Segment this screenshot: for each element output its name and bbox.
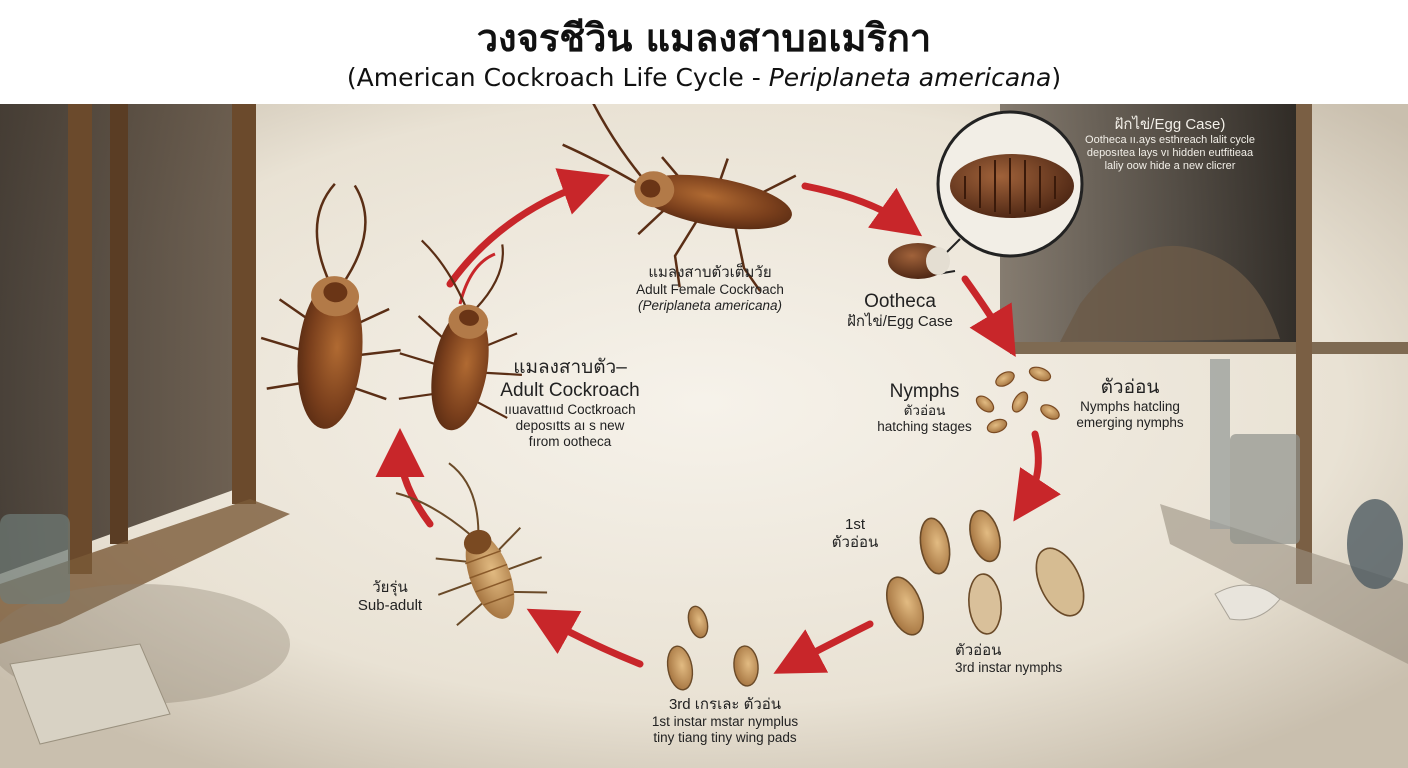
label-third-instar-right: ตัวอ่อน 3rd instar nymphs: [955, 642, 1105, 676]
label-ootheca-name: Ootheca: [864, 291, 936, 312]
label-nymphs-thai: ตัวอ่อน: [903, 403, 946, 418]
label-ootheca: Ootheca ฝักไข่/Egg Case: [830, 290, 970, 331]
label-third-instar-right-english: 3rd instar nymphs: [955, 660, 1063, 675]
label-adult-female: แมลงสาบตัวเต็มวัย Adult Female Cockroach…: [580, 264, 840, 314]
label-adult-line2: deposıtts aı s new: [515, 418, 625, 433]
left-can: [0, 514, 70, 604]
left-floor-board: [0, 499, 290, 644]
arrow-to-subadult: [526, 608, 644, 668]
header: วงจรชีวิน แมลงสาบอเมริกา (American Cockr…: [0, 0, 1408, 104]
label-first-instar-number: 1st: [844, 516, 865, 533]
label-egg-case-line2: deposıtea lays vı hidden eutfitieaa: [1086, 147, 1254, 159]
label-adult-line3: fırom ootheca: [528, 434, 612, 449]
scene-illustration: [0, 104, 1408, 768]
label-nymphs-right-line1: Nymphs hatcling: [1080, 399, 1180, 414]
shelf-debris: [1060, 245, 1280, 342]
label-egg-case-title: ฝักไข่/Egg Case): [1114, 116, 1226, 133]
newspaper: [9, 643, 171, 745]
arrow-to-nymphs: [961, 275, 1016, 358]
arrow-to-third-instar: [773, 620, 874, 674]
right-can: [1347, 499, 1403, 589]
arrow-to-first-instar: [1013, 430, 1061, 522]
label-third-instar-bottom: 3rd เกรเละ ตัวอ่น 1st instar mstar nympl…: [610, 696, 840, 746]
arrow-to-adult-female: [446, 168, 610, 288]
title-english: (American Cockroach Life Cycle - Peripla…: [0, 62, 1408, 94]
roach-adult-large: [260, 182, 401, 429]
title-english-prefix: (American Cockroach Life Cycle -: [346, 63, 769, 92]
label-egg-case-line1: Ootheca ıı.ays esthreach lalit cycle: [1085, 134, 1255, 146]
canister: [1230, 434, 1300, 544]
egg-case-large: [950, 154, 1074, 218]
label-ootheca-thai: ฝักไข่/Egg Case: [847, 313, 953, 330]
ootheca-small: [888, 243, 950, 279]
label-adult-female-thai: แมลงสาบตัวเต็มวัย: [648, 264, 772, 281]
pipe: [1210, 359, 1230, 529]
arrow-to-ootheca: [801, 182, 923, 237]
label-adult-line1: ııuavattııd Coctkroach: [504, 402, 636, 417]
right-floor-board: [1160, 504, 1408, 664]
label-third-instar-bottom-line1: 1st instar mstar nymplus: [651, 714, 799, 729]
label-nymphs-left: Nymphs ตัวอ่อน hatching stages: [852, 380, 997, 435]
label-nymphs-right-thai: ตัวอ่อน: [1100, 377, 1160, 398]
title-english-suffix: ): [1051, 63, 1062, 92]
nymph-group-first-instar: [885, 509, 1085, 636]
title-english-species: Periplaneta americana: [768, 63, 1052, 92]
shelf-board: [1010, 342, 1408, 354]
roach-adult-female: [562, 104, 797, 292]
cycle-arrows: [375, 168, 1061, 674]
title-thai: วงจรชีวิน แมลงสาบอเมริกา: [476, 16, 932, 60]
label-adult-female-english: Adult Female Cockroach: [636, 282, 784, 297]
label-third-instar-right-thai: ตัวอ่อน: [955, 642, 1002, 659]
label-adult: แมลงสาบตัว– Adult Cockroach ııuavattııd …: [480, 356, 660, 450]
label-adult-female-species: (Periplaneta americana): [637, 298, 783, 313]
label-subadult-english: Sub-adult: [357, 597, 423, 614]
label-third-instar-bottom-line2: tiny tiang tiny wing pads: [653, 730, 797, 745]
label-egg-case-line3: laliy oow hide a new clicrer: [1104, 160, 1236, 172]
label-subadult: วัยรุ่น Sub-adult: [330, 579, 450, 615]
label-nymphs-desc: hatching stages: [877, 419, 972, 434]
label-adult-english: Adult Cockroach: [500, 380, 640, 401]
label-adult-thai: แมลงสาบตัว–: [513, 357, 627, 378]
label-subadult-thai: วัยรุ่น: [372, 579, 408, 596]
scene: แมลงสาบตัวเต็มวัย Adult Female Cockroach…: [0, 104, 1408, 768]
roach-subadult: [395, 462, 548, 627]
label-first-instar: 1st ตัวอ่อน: [820, 516, 890, 552]
label-third-instar-bottom-title: 3rd เกรเละ ตัวอ่น: [668, 696, 782, 713]
left-beam-2: [110, 104, 128, 544]
label-nymphs-right-line2: emerging nymphs: [1076, 415, 1184, 430]
nymph-group-bottom: [666, 605, 759, 691]
tissue: [1214, 584, 1281, 621]
label-nymphs-right: ตัวอ่อน Nymphs hatcling emerging nymphs: [1060, 376, 1200, 431]
label-egg-case-callout: ฝักไข่/Egg Case) Ootheca ıı.ays esthreac…: [1055, 116, 1285, 173]
label-nymphs-title: Nymphs: [889, 381, 960, 402]
arrow-to-adult: [375, 428, 434, 528]
left-beam-1: [68, 104, 92, 574]
label-first-instar-thai: ตัวอ่อน: [831, 534, 879, 551]
roach-adult-second: [398, 239, 522, 431]
left-beam-3: [232, 104, 256, 504]
nymph-cluster-hatching: [975, 366, 1060, 434]
